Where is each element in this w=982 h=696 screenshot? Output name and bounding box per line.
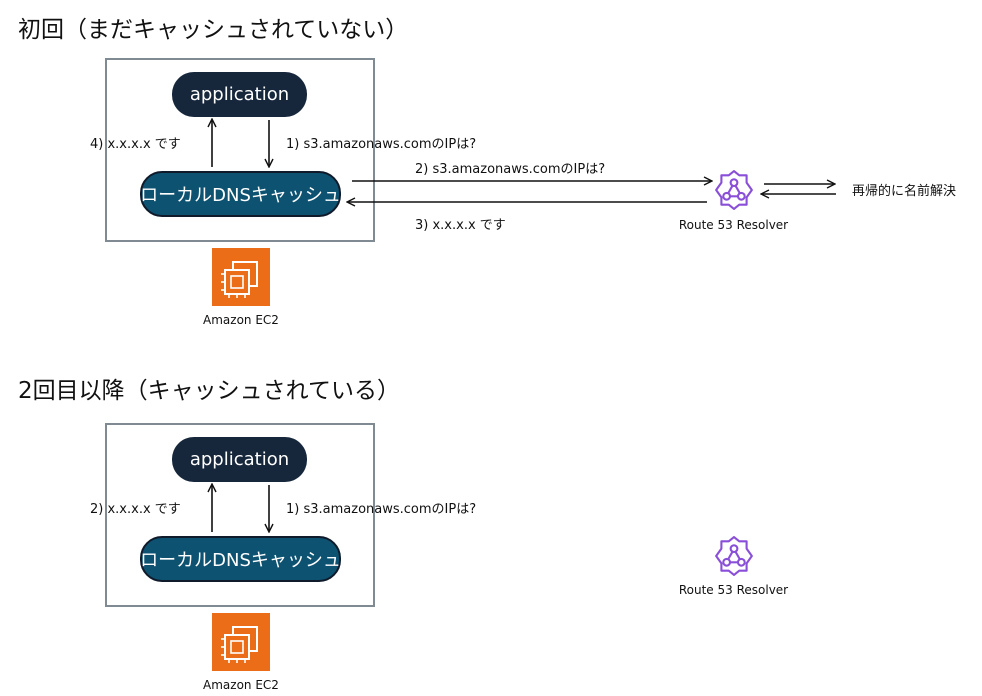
ec2-instance-box-2	[105, 423, 375, 607]
section2-title: 2回目以降（キャッシュされている）	[18, 378, 400, 404]
resolver-label-2: Route 53 Resolver	[678, 583, 789, 597]
resolver-label-1: Route 53 Resolver	[678, 218, 789, 232]
recursive-resolve-label: 再帰的に名前解決	[852, 184, 957, 199]
step1-label-2: 1) s3.amazonaws.comのIPは?	[286, 502, 477, 517]
local-dns-cache-node-2: ローカルDNSキャッシュ	[140, 536, 341, 582]
ec2-label-1: Amazon EC2	[203, 313, 279, 327]
step1-label-1: 1) s3.amazonaws.comのIPは?	[286, 137, 477, 152]
step4-label-1: 4) x.x.x.x です	[90, 137, 181, 152]
route53-resolver-icon	[715, 536, 753, 576]
ec2-chip-icon	[212, 248, 270, 306]
step2-label-2: 2) x.x.x.x です	[90, 502, 181, 517]
ec2-instance-box-1	[105, 58, 375, 242]
ec2-label-2: Amazon EC2	[203, 678, 279, 692]
route53-resolver-icon	[715, 170, 753, 210]
application-node-1: application	[172, 72, 307, 117]
step3-label-1: 3) x.x.x.x です	[415, 218, 506, 233]
ec2-chip-icon	[212, 613, 270, 671]
step2-label-1: 2) s3.amazonaws.comのIPは?	[415, 162, 606, 177]
local-dns-cache-node-1: ローカルDNSキャッシュ	[140, 171, 341, 217]
section1-title: 初回（まだキャッシュされていない）	[18, 17, 409, 43]
application-node-2: application	[172, 437, 307, 482]
